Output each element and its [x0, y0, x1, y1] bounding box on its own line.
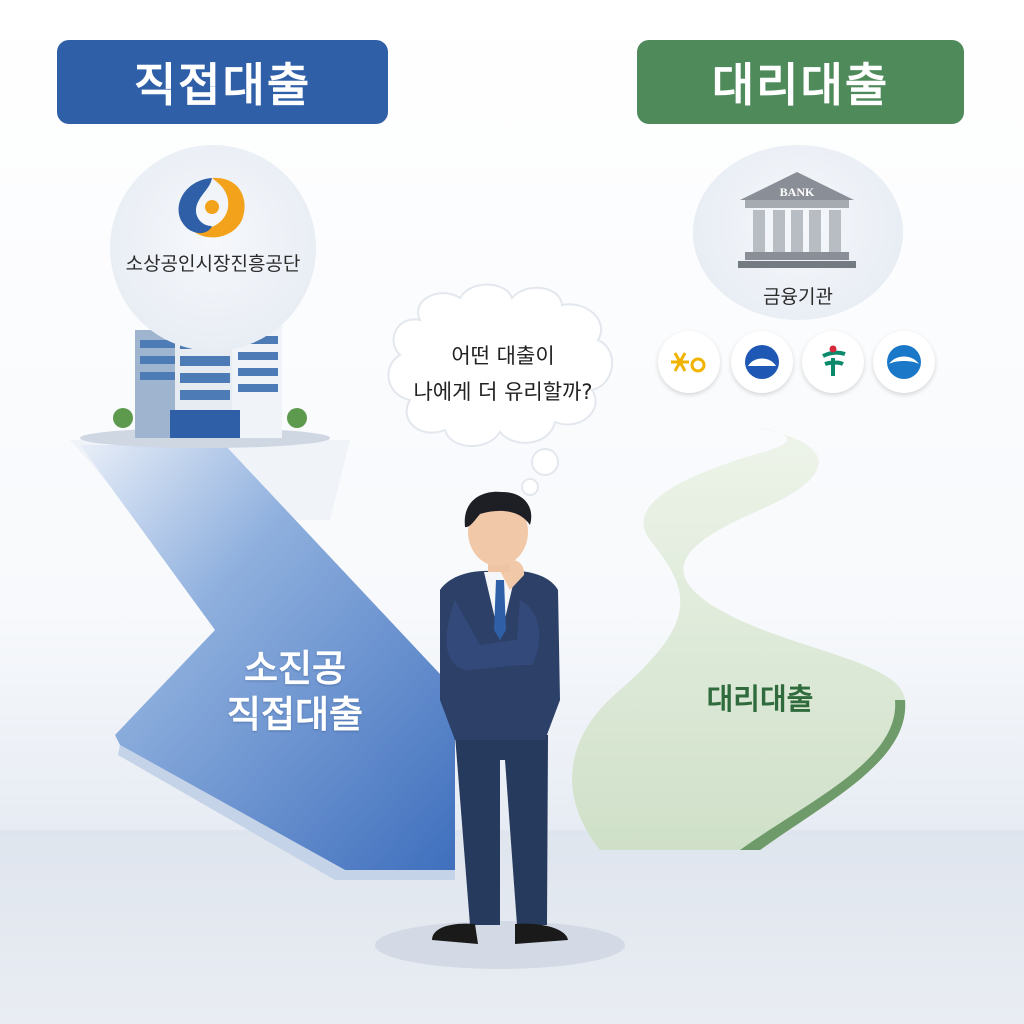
direct-loan-arrow	[80, 445, 455, 870]
agency-loan-road	[572, 425, 906, 850]
organization-name: 소상공인시장진흥공단	[125, 253, 301, 275]
financial-institution-name: 금융기관	[763, 286, 833, 308]
kb-logo-icon	[658, 331, 720, 393]
woori-logo-icon	[873, 331, 935, 393]
direct-loan-header: 직접대출	[57, 40, 388, 124]
direct-loan-path-label: 소진공 직접대출	[200, 646, 390, 738]
hana-logo-icon	[802, 331, 864, 393]
organization-circle	[110, 145, 316, 351]
thought-line-2: 나에게 더 유리할까?	[413, 380, 593, 404]
direct-loan-path-label-line-2: 직접대출	[226, 693, 364, 736]
thought-bubble-text: 어떤 대출이 나에게 더 유리할까?	[398, 338, 608, 410]
shinhan-logo-icon	[731, 331, 793, 393]
agency-loan-header: 대리대출	[637, 40, 964, 124]
thought-line-1: 어떤 대출이	[451, 344, 555, 368]
agency-loan-path-label: 대리대출	[706, 682, 814, 716]
direct-loan-path-label-line-1: 소진공	[243, 647, 347, 690]
